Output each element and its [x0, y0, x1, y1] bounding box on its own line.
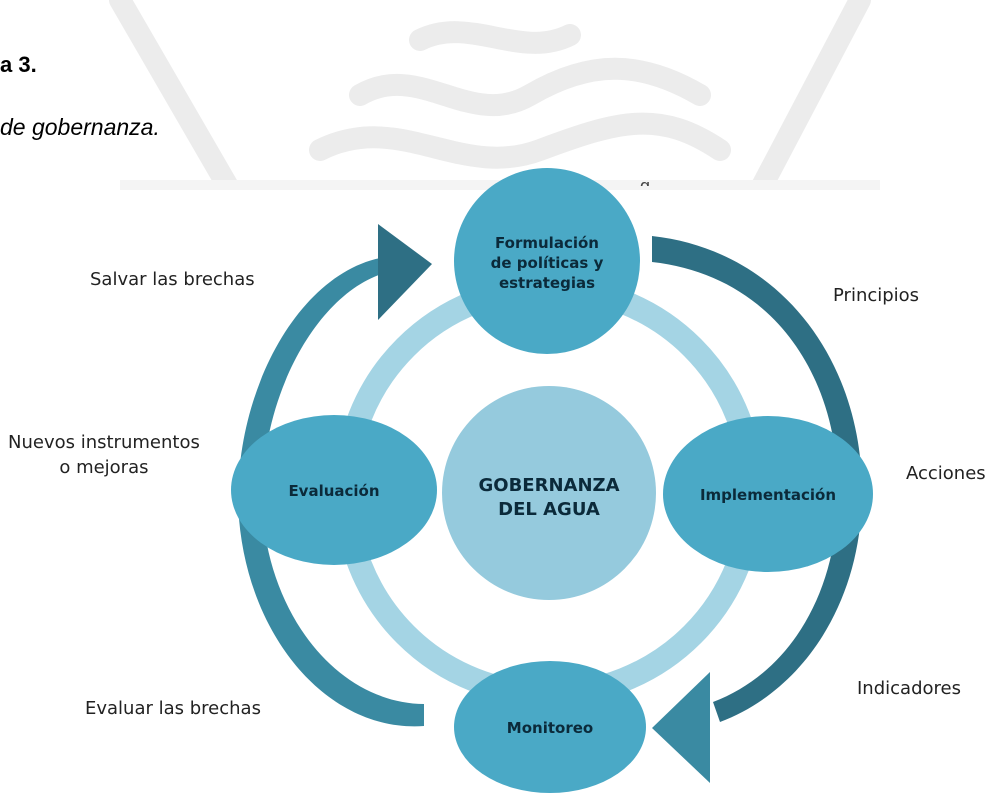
figure-number: a 3. — [0, 52, 37, 77]
node-label-formulacion: Formulación de políticas y estrategias — [490, 233, 604, 293]
right-cycle-arrowhead — [652, 672, 710, 783]
left-cycle-arrowhead — [378, 224, 432, 320]
label-acciones: Acciones — [906, 463, 986, 484]
node-formulacion — [454, 168, 640, 354]
center-label: GOBERNANZA DEL AGUA — [478, 474, 620, 520]
figure-caption: de gobernanza. — [0, 114, 160, 140]
node-evaluacion-shape — [231, 415, 437, 565]
node-label-monitoreo: Monitoreo — [506, 718, 594, 737]
left-cycle-arrow-body — [238, 258, 424, 727]
node-label-implementacion: Implementación — [699, 485, 837, 504]
clipped-text: g — [640, 176, 651, 186]
node-label-evaluacion: Evaluación — [288, 481, 380, 500]
label-salvar-brechas: Salvar las brechas — [90, 269, 255, 290]
node-monitoreo-shape — [454, 661, 646, 793]
center-circle — [442, 386, 656, 600]
node-implementacion-shape — [663, 416, 873, 572]
label-indicadores: Indicadores — [857, 678, 961, 699]
label-nuevos-instrumentos: Nuevos instrumentos o mejoras — [8, 432, 200, 479]
right-cycle-arrow-body — [652, 236, 862, 722]
label-evaluar-brechas: Evaluar las brechas — [85, 698, 261, 719]
label-principios: Principios — [833, 285, 920, 306]
